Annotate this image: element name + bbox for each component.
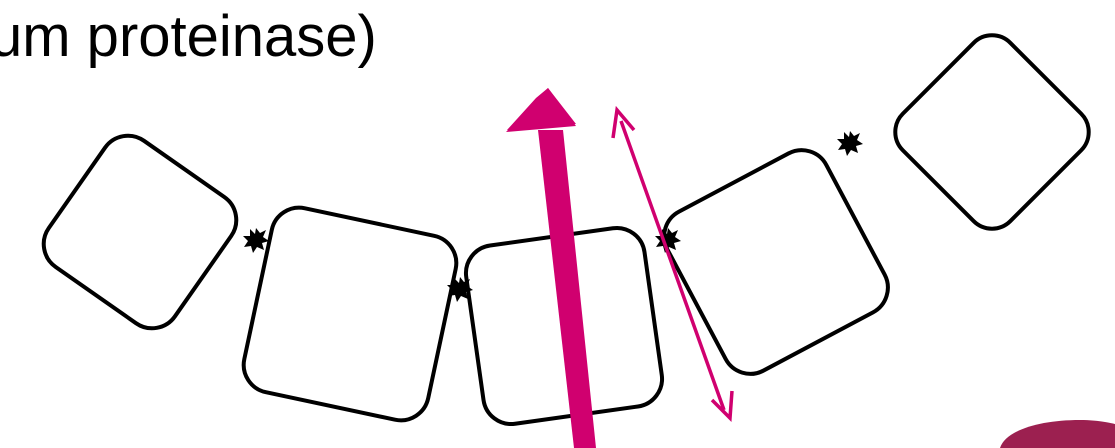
- linker-4: [837, 131, 863, 156]
- linker-1: [243, 228, 269, 253]
- linker-2: [447, 277, 473, 302]
- thick-arrow-icon: [506, 88, 596, 448]
- protein-domain-1: [41, 133, 239, 331]
- accent-blob: [1000, 420, 1115, 448]
- protein-domain-5: [893, 33, 1091, 231]
- double-headed-arrow-icon: [611, 105, 734, 422]
- protein-domain-4: [662, 148, 890, 376]
- caption-text: um proteinase): [0, 4, 377, 69]
- protein-domain-2: [241, 205, 459, 423]
- linker-3: [655, 228, 681, 253]
